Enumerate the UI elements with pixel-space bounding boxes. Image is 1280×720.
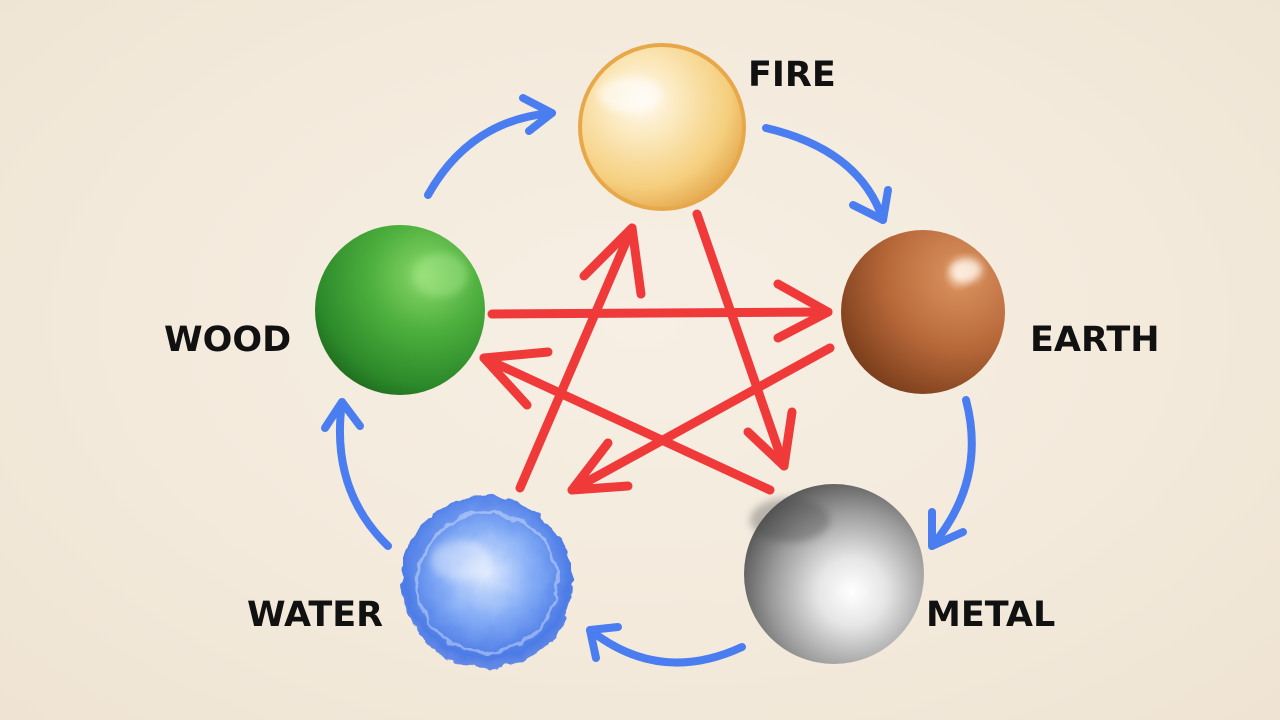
earth-sphere [841, 230, 1005, 394]
controlling-cycle [479, 209, 835, 495]
arrow-wood-to-fire [424, 94, 556, 199]
arrow-fire-to-earth [762, 124, 892, 224]
water-label: WATER [247, 595, 383, 635]
arrow-earth-to-metal [928, 396, 976, 550]
arrow-fire-to-metal [692, 209, 797, 471]
wood-sphere [315, 225, 485, 395]
fire-label: FIRE [748, 55, 836, 95]
water-sphere [401, 496, 573, 668]
metal-label: METAL [926, 595, 1055, 635]
wood-label: WOOD [164, 320, 291, 360]
fire-sphere [578, 43, 746, 211]
arrow-wood-to-earth [487, 279, 833, 343]
metal-sphere [744, 484, 924, 664]
earth-label: EARTH [1030, 320, 1160, 360]
arrow-earth-to-water [567, 343, 835, 495]
arrow-metal-to-water [586, 623, 746, 667]
generating-cycle [321, 94, 976, 667]
arrow-water-to-wood [321, 398, 392, 550]
arrow-water-to-fire [515, 223, 646, 493]
arrow-metal-to-wood [479, 347, 775, 495]
